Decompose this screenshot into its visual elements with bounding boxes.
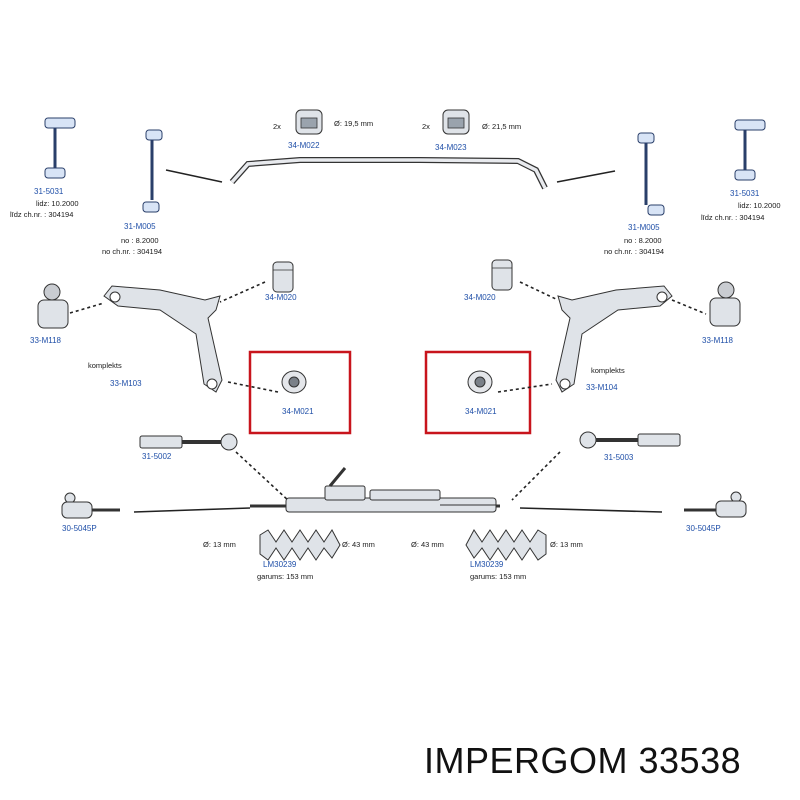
arm-left-code: 33-M103 bbox=[110, 379, 142, 388]
tierodend-right-code: 30-5045P bbox=[686, 524, 721, 533]
boot-left-code: LM30239 bbox=[263, 560, 297, 569]
bushing-m022-qty: 2x bbox=[273, 122, 281, 131]
tie-rod-end-30-5045P-left: 30-5045P bbox=[61, 492, 120, 533]
link-m005-left-line2: no ch.nr. : 304194 bbox=[102, 247, 162, 256]
bushing-34-M022: 2x Ø: 19,5 mm 34-M022 bbox=[273, 109, 373, 150]
brand-part-number: IMPERGOM 33538 bbox=[424, 740, 742, 781]
boot-left-length: garums: 153 mm bbox=[257, 572, 313, 581]
tie-rod-31-5003: 31-5003 bbox=[579, 431, 681, 462]
bushing-m020-left-code: 34-M020 bbox=[265, 293, 297, 302]
tie-rod-end-30-5045P-right: 30-5045P bbox=[684, 491, 747, 533]
boot-left-dia-small: Ø: 13 mm bbox=[203, 540, 236, 549]
link-5031-left-line2: līdz ch.nr. : 304194 bbox=[10, 210, 73, 219]
link-5031-right-code: 31-5031 bbox=[730, 189, 760, 198]
link-5031-left-line1: lidz: 10.2000 bbox=[36, 199, 79, 208]
bushing-34-M020-left: 34-M020 bbox=[219, 261, 297, 303]
link-m005-left-line1: no : 8.2000 bbox=[121, 236, 159, 245]
bushing-34-M023: 2x Ø: 21,5 mm 34-M023 bbox=[422, 109, 521, 152]
link-m005-right-code: 31-M005 bbox=[628, 223, 660, 232]
control-arm-33-M103: komplekts 33-M103 bbox=[88, 285, 223, 393]
arm-right-kit: komplekts bbox=[591, 366, 625, 375]
bushing-m021-right-code: 34-M021 bbox=[465, 407, 497, 416]
ball-joint-33-M118-left: 33-M118 bbox=[30, 283, 105, 345]
highlight-box-right bbox=[424, 350, 532, 435]
balljoint-right-code: 33-M118 bbox=[702, 336, 734, 345]
bushing-34-M021-right: 34-M021 bbox=[424, 350, 553, 435]
rack-boot-LM30239-left: Ø: 13 mm Ø: 43 mm LM30239 garums: 153 mm bbox=[203, 529, 375, 581]
bushing-34-M021-left: 34-M021 bbox=[227, 350, 352, 435]
arm-right-code: 33-M104 bbox=[586, 383, 618, 392]
ball-joint-33-M118-right: 33-M118 bbox=[671, 281, 741, 345]
control-arm-33-M104: komplekts 33-M104 bbox=[555, 285, 673, 393]
bushing-m020-right-code: 34-M020 bbox=[464, 293, 496, 302]
link-m005-left-code: 31-M005 bbox=[124, 222, 156, 231]
rack-boot-LM30239-right: Ø: 43 mm Ø: 13 mm LM30239 garums: 153 mm bbox=[411, 529, 583, 581]
link-m005-right-line2: no ch.nr. : 304194 bbox=[604, 247, 664, 256]
stabilizer-bar bbox=[165, 157, 616, 190]
bushing-34-M020-right: 34-M020 bbox=[464, 259, 559, 302]
link-31-5031-left: 31-5031 lidz: 10.2000 līdz ch.nr. : 3041… bbox=[10, 117, 79, 219]
link-m005-right-line1: no : 8.2000 bbox=[624, 236, 662, 245]
highlight-box-left bbox=[248, 350, 352, 435]
boot-right-code: LM30239 bbox=[470, 560, 504, 569]
link-31-5031-right: 31-5031 lidz: 10.2000 līdz ch.nr. : 3041… bbox=[701, 119, 781, 222]
tierod-left-code: 31-5002 bbox=[142, 452, 172, 461]
link-31-M005-left: 31-M005 no : 8.2000 no ch.nr. : 304194 bbox=[102, 129, 163, 256]
bushing-m023-code: 34-M023 bbox=[435, 143, 467, 152]
boot-left-dia-large: Ø: 43 mm bbox=[342, 540, 375, 549]
link-31-M005-right: 31-M005 no : 8.2000 no ch.nr. : 304194 bbox=[604, 132, 665, 256]
balljoint-left-code: 33-M118 bbox=[30, 336, 62, 345]
bushing-m021-left-code: 34-M021 bbox=[282, 407, 314, 416]
steering-rack bbox=[133, 467, 663, 513]
tie-rod-31-5002: 31-5002 bbox=[139, 433, 238, 461]
bushing-m022-diameter: Ø: 19,5 mm bbox=[334, 119, 373, 128]
link-5031-left-code: 31-5031 bbox=[34, 187, 64, 196]
bushing-m023-qty: 2x bbox=[422, 122, 430, 131]
arm-left-kit: komplekts bbox=[88, 361, 122, 370]
bushing-m023-diameter: Ø: 21,5 mm bbox=[482, 122, 521, 131]
boot-right-dia-large: Ø: 43 mm bbox=[411, 540, 444, 549]
tierodend-left-code: 30-5045P bbox=[62, 524, 97, 533]
boot-right-dia-small: Ø: 13 mm bbox=[550, 540, 583, 549]
tierod-right-code: 31-5003 bbox=[604, 453, 634, 462]
link-5031-right-line2: līdz ch.nr. : 304194 bbox=[701, 213, 764, 222]
bushing-m022-code: 34-M022 bbox=[288, 141, 320, 150]
boot-right-length: garums: 153 mm bbox=[470, 572, 526, 581]
link-5031-right-line1: lidz: 10.2000 bbox=[738, 201, 781, 210]
